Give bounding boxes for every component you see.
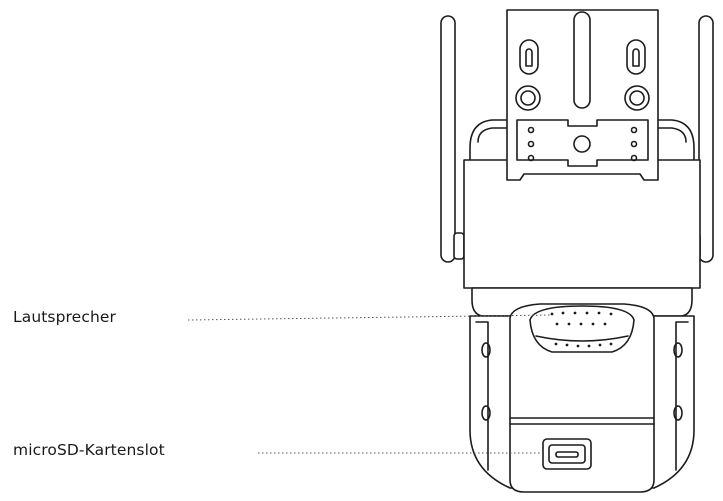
speaker-label: Lautsprecher [13, 308, 116, 326]
speaker-leader-line [187, 314, 553, 321]
mounting-plate [506, 9, 659, 181]
left-antenna [440, 15, 465, 263]
speaker-grille [529, 305, 635, 353]
microsd-slot [542, 438, 592, 470]
microsd-slot-label: microSD-Kartenslot [13, 441, 165, 459]
